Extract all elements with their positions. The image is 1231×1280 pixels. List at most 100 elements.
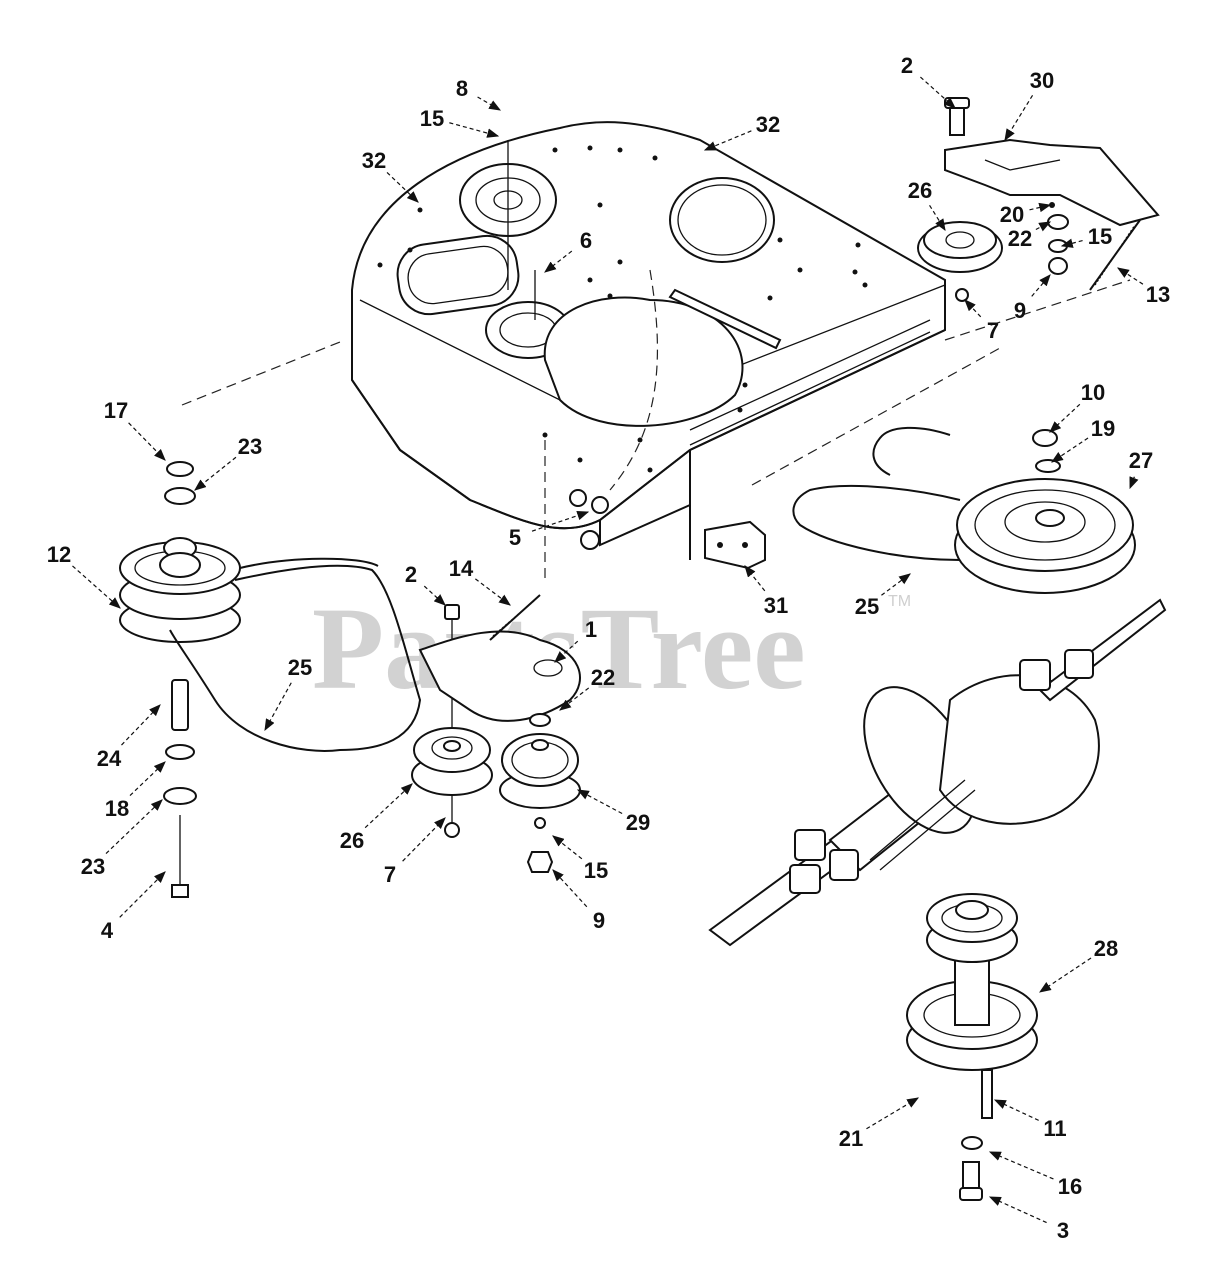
callout-c32a: 32 [703, 112, 780, 151]
callout-c27: 27 [1129, 448, 1153, 490]
callout-label: 2 [405, 562, 417, 587]
callout-c30: 30 [1004, 68, 1054, 142]
callout-c8: 8 [456, 76, 502, 111]
watermark-tm: TM [888, 593, 911, 610]
callout-c32b: 32 [362, 148, 419, 203]
leader-arrow [1039, 957, 1092, 993]
callout-c25a: 25 [855, 573, 911, 619]
belt-25-right [792, 426, 961, 561]
callout-label: 12 [47, 542, 71, 567]
leader-arrow [402, 817, 446, 862]
callout-label: 32 [362, 148, 386, 173]
leader-arrow [1031, 274, 1051, 297]
leader-arrow [1004, 95, 1034, 142]
callout-label: 17 [104, 398, 128, 423]
callout-c25b: 25 [264, 655, 312, 732]
callout-c5: 5 [509, 510, 590, 550]
leader-arrow [1049, 403, 1081, 433]
callout-c7a: 7 [964, 299, 999, 343]
callout-c1: 1 [554, 617, 597, 663]
callout-label: 25 [855, 594, 879, 619]
callout-c2a: 2 [901, 53, 956, 109]
leader-arrow [72, 565, 121, 609]
callout-c26a: 26 [908, 178, 946, 232]
leader-arrow [559, 687, 590, 711]
bracket-31 [704, 520, 766, 570]
callout-c14: 14 [449, 556, 511, 606]
callout-label: 23 [238, 434, 262, 459]
callout-label: 11 [1043, 1116, 1066, 1141]
callout-label: 7 [987, 318, 999, 343]
leader-arrow [881, 573, 911, 596]
callout-label: 24 [97, 746, 122, 771]
callout-c21: 21 [839, 1097, 920, 1151]
callout-c24: 24 [97, 704, 161, 771]
callout-label: 14 [449, 556, 474, 581]
idler-bracket-1 [418, 594, 581, 722]
pulley-28 [906, 893, 1038, 1201]
callout-label: 31 [764, 593, 788, 618]
callout-label: 28 [1094, 936, 1118, 961]
callout-label: 30 [1030, 68, 1054, 93]
callout-label: 6 [580, 228, 592, 253]
callout-c13: 13 [1116, 267, 1170, 307]
callout-label: 32 [756, 112, 780, 137]
pulley-12 [119, 461, 241, 898]
callout-label: 29 [626, 810, 650, 835]
callout-c22b: 22 [559, 665, 615, 711]
callout-label: 25 [288, 655, 312, 680]
leader-arrow [988, 1151, 1054, 1180]
leader-arrow [920, 76, 956, 109]
callout-c31: 31 [744, 565, 788, 618]
leader-arrow [744, 565, 766, 592]
callout-label: 23 [81, 854, 105, 879]
callout-c2b: 2 [405, 562, 446, 606]
leader-arrow [364, 783, 413, 829]
callout-c16: 16 [988, 1151, 1082, 1199]
leader-arrow [531, 510, 590, 532]
callout-c10: 10 [1049, 380, 1105, 433]
callout-label: 3 [1057, 1218, 1069, 1243]
callout-c17: 17 [104, 398, 166, 461]
leader-arrow [988, 1196, 1047, 1224]
leader-arrow [544, 250, 573, 273]
callout-c6: 6 [544, 228, 592, 273]
leader-arrow [554, 640, 579, 663]
bolts-5 [569, 489, 609, 550]
leader-arrow [119, 871, 166, 918]
leader-arrow [129, 761, 166, 796]
callout-label: 27 [1129, 448, 1153, 473]
callout-c9a: 9 [1014, 274, 1051, 323]
leader-arrow [386, 171, 419, 203]
callout-label: 21 [839, 1126, 863, 1151]
leader-arrow [1116, 267, 1144, 285]
callout-label: 9 [593, 908, 605, 933]
leader-arrow [477, 96, 502, 111]
leader-arrow [703, 130, 752, 151]
callout-label: 2 [901, 53, 913, 78]
leader-arrow [964, 299, 982, 318]
leader-arrow [1029, 202, 1052, 213]
callout-c3: 3 [988, 1196, 1069, 1243]
callout-label: 9 [1014, 298, 1026, 323]
callout-c15c: 15 [552, 835, 608, 883]
callout-label: 26 [908, 178, 932, 203]
leader-arrow [993, 1099, 1039, 1121]
callout-c19: 19 [1051, 416, 1115, 463]
pulley-27 [954, 429, 1136, 594]
callout-c26b: 26 [340, 783, 413, 853]
deck-plate [351, 121, 946, 560]
callout-label: 15 [584, 858, 608, 883]
callout-c22a: 22 [1008, 221, 1052, 251]
callout-label: 22 [1008, 226, 1032, 251]
pulley-29 [499, 713, 581, 873]
callout-label: 10 [1081, 380, 1105, 405]
callout-c23a: 23 [194, 434, 262, 491]
leader-arrow [194, 456, 237, 491]
callout-label: 7 [384, 862, 396, 887]
callout-c12: 12 [47, 542, 121, 609]
callout-c11: 11 [993, 1099, 1067, 1141]
leader-arrow [475, 578, 511, 606]
callout-c18: 18 [105, 761, 166, 821]
